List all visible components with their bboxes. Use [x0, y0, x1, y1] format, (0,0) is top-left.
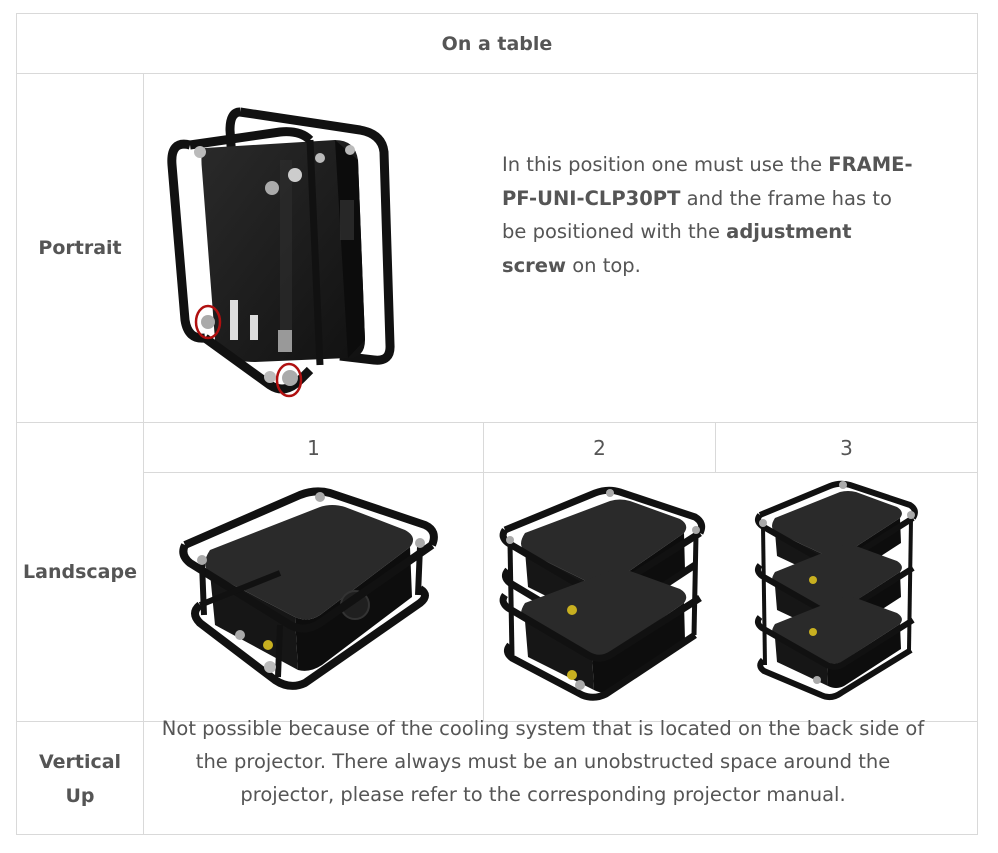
- portrait-text-part: on top.: [566, 253, 641, 277]
- portrait-text-part: and the frame has to be positioned with …: [502, 186, 892, 244]
- row-divider: [17, 721, 977, 722]
- orientation-table: On a table Portrait Landscape Vertical U…: [16, 13, 978, 835]
- vertical-label-cell: Vertical Up: [17, 722, 143, 835]
- column-divider: [715, 422, 716, 472]
- projector-single-frame-icon: [179, 487, 438, 690]
- table-title-cell: On a table: [17, 14, 977, 73]
- portrait-text-part: In this position one must use the: [502, 153, 829, 176]
- projector-portrait-frame-icon: [167, 107, 395, 398]
- column-number: 3: [840, 435, 853, 460]
- portrait-frame-model: FRAME-PF-UNI-CLP30PT: [502, 153, 913, 210]
- portrait-label: Portrait: [38, 237, 122, 259]
- column-number: 2: [593, 435, 606, 460]
- column-number: 1: [307, 435, 320, 460]
- row-divider: [17, 73, 977, 74]
- row-divider: [143, 472, 977, 473]
- row-divider: [17, 422, 977, 423]
- highlight-circle: [275, 362, 303, 398]
- portrait-label-cell: Portrait: [17, 74, 143, 422]
- vertical-label-line2: Up: [65, 784, 95, 807]
- projector-triple-stack-icon: [754, 480, 918, 701]
- column-divider: [483, 422, 484, 721]
- landscape-column-header-1: 1: [144, 423, 483, 472]
- landscape-column-header-3: 3: [716, 423, 977, 472]
- landscape-label: Landscape: [23, 561, 137, 583]
- table-title: On a table: [441, 32, 553, 55]
- highlight-circle: [194, 304, 222, 340]
- portrait-adjustment-screw: adjustment screw: [502, 220, 852, 277]
- portrait-description: In this position one must use the FRAME-…: [502, 148, 922, 282]
- vertical-description: Not possible because of the cooling syst…: [161, 717, 925, 806]
- landscape-label-cell: Landscape: [17, 423, 143, 721]
- column-divider: [143, 73, 144, 835]
- vertical-label-line1: Vertical: [38, 750, 122, 773]
- landscape-column-header-2: 2: [484, 423, 715, 472]
- projector-double-stack-icon: [499, 486, 706, 701]
